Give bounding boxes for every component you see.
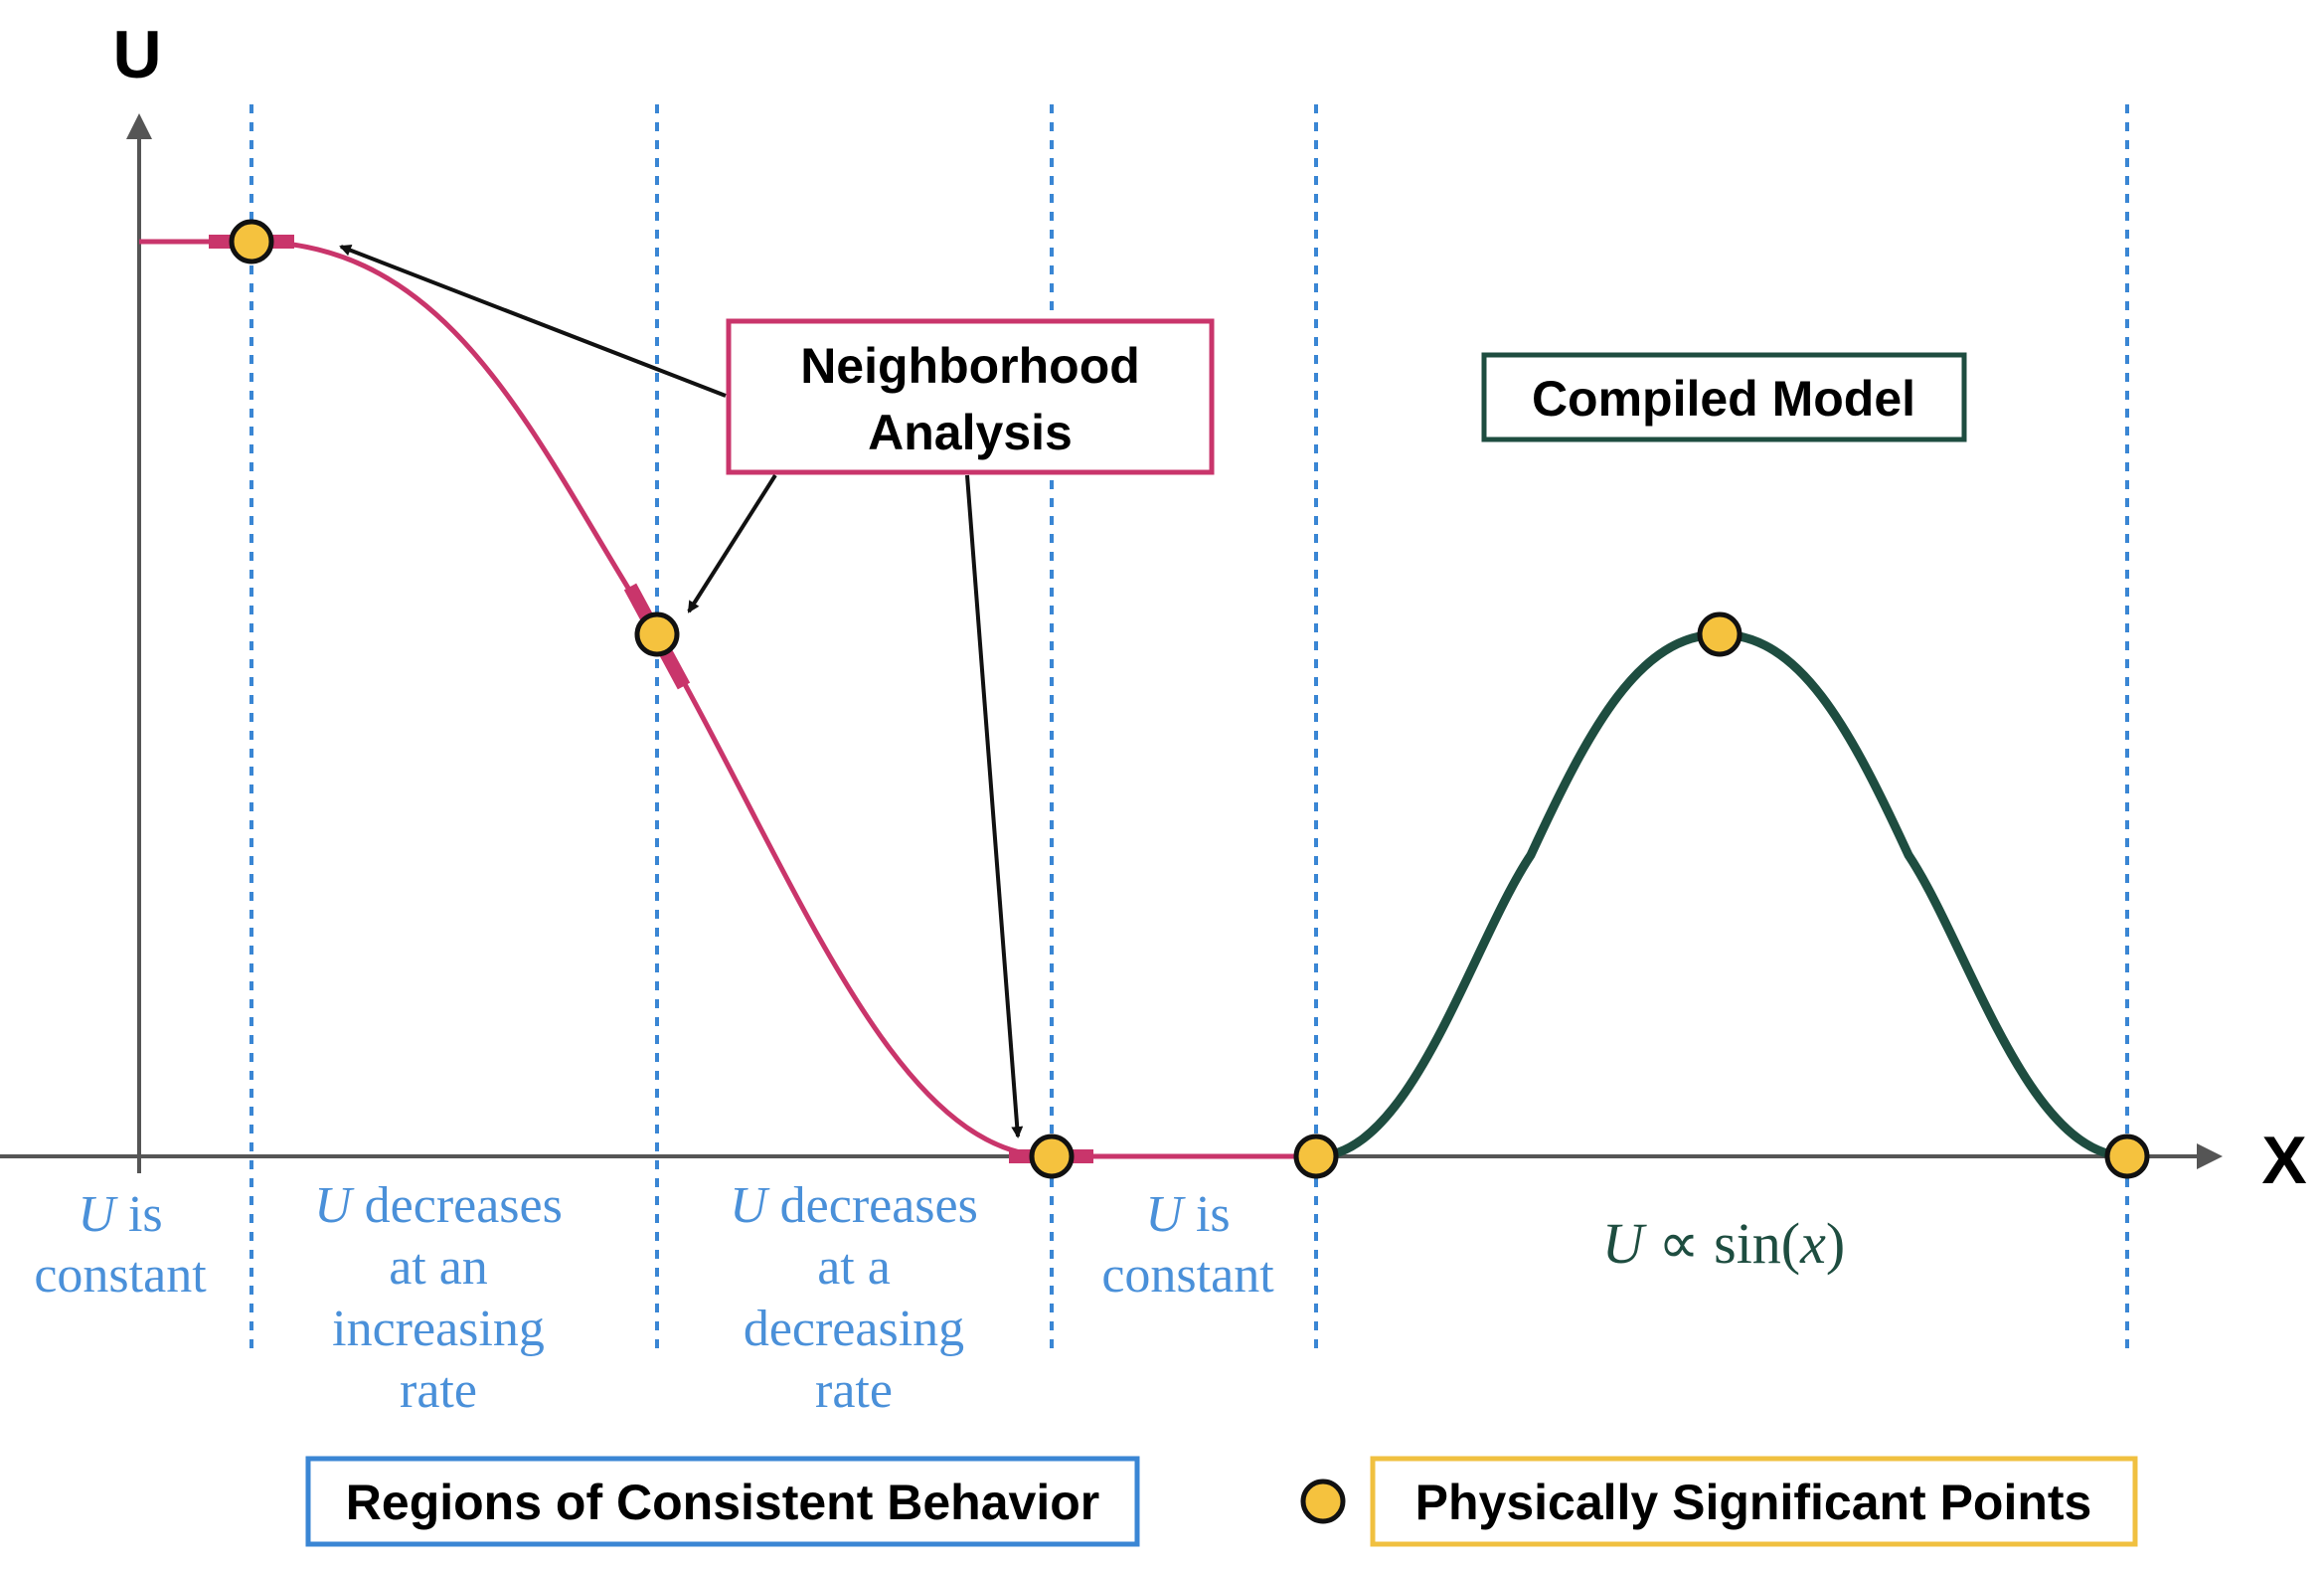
region-2-line-1: U decreases <box>314 1177 563 1234</box>
axes: U X <box>0 17 2307 1198</box>
legend: Regions of Consistent Behavior Physicall… <box>305 1456 2138 1547</box>
region-4-line-2: constant <box>1101 1247 1274 1304</box>
compiled-model-label: Compiled Model <box>1532 371 1915 427</box>
legend-points-box <box>1370 1456 2138 1547</box>
x-axis-label: X <box>2261 1123 2306 1198</box>
legend-regions-label: Regions of Consistent Behavior <box>346 1475 1099 1530</box>
region-3-line-2: at a <box>817 1239 891 1296</box>
annotation-arrows <box>339 245 1024 1138</box>
model-sine-curve <box>1315 629 2128 1161</box>
legend-point-icon <box>1300 1479 1346 1524</box>
significant-point <box>2104 1133 2150 1179</box>
region-2-line-4: rate <box>400 1362 477 1419</box>
significant-point <box>1029 1133 1075 1179</box>
region-labels: U is constant U decreases at an increasi… <box>34 1177 1274 1419</box>
arrow-to-point-2 <box>687 473 777 613</box>
region-4-line-1: U is <box>1145 1186 1230 1243</box>
y-axis-label: U <box>112 17 161 92</box>
region-1-line-1: U is <box>78 1186 162 1243</box>
significant-points <box>229 219 2150 1179</box>
region-2-line-3: increasing <box>332 1301 545 1357</box>
model-relation-label: U ∝ sin(x) <box>1602 1211 1845 1276</box>
legend-points-label: Physically Significant Points <box>1415 1475 2092 1530</box>
legend-regions-box <box>305 1456 1140 1547</box>
region-3-line-4: rate <box>815 1362 893 1419</box>
region-1-line-2: constant <box>34 1247 207 1304</box>
neighborhood-label-line1: Neighborhood <box>800 338 1140 394</box>
arrow-to-point-3 <box>965 474 1024 1138</box>
compiled-model-box: Compiled Model <box>1481 352 1967 442</box>
region-3-line-3: decreasing <box>744 1301 964 1357</box>
significant-point <box>634 611 680 657</box>
region-1-line-1-rest: is <box>115 1186 163 1243</box>
significant-point <box>1293 1133 1339 1179</box>
region-2-line-2: at an <box>389 1239 488 1296</box>
neighborhood-label-line2: Analysis <box>868 405 1073 460</box>
arrow-to-point-1 <box>339 245 727 398</box>
significant-point <box>1697 611 1743 657</box>
significant-point <box>229 219 274 264</box>
neighborhood-analysis-box: Neighborhood Analysis <box>726 318 1215 475</box>
region-3-line-1: U decreases <box>730 1177 978 1234</box>
